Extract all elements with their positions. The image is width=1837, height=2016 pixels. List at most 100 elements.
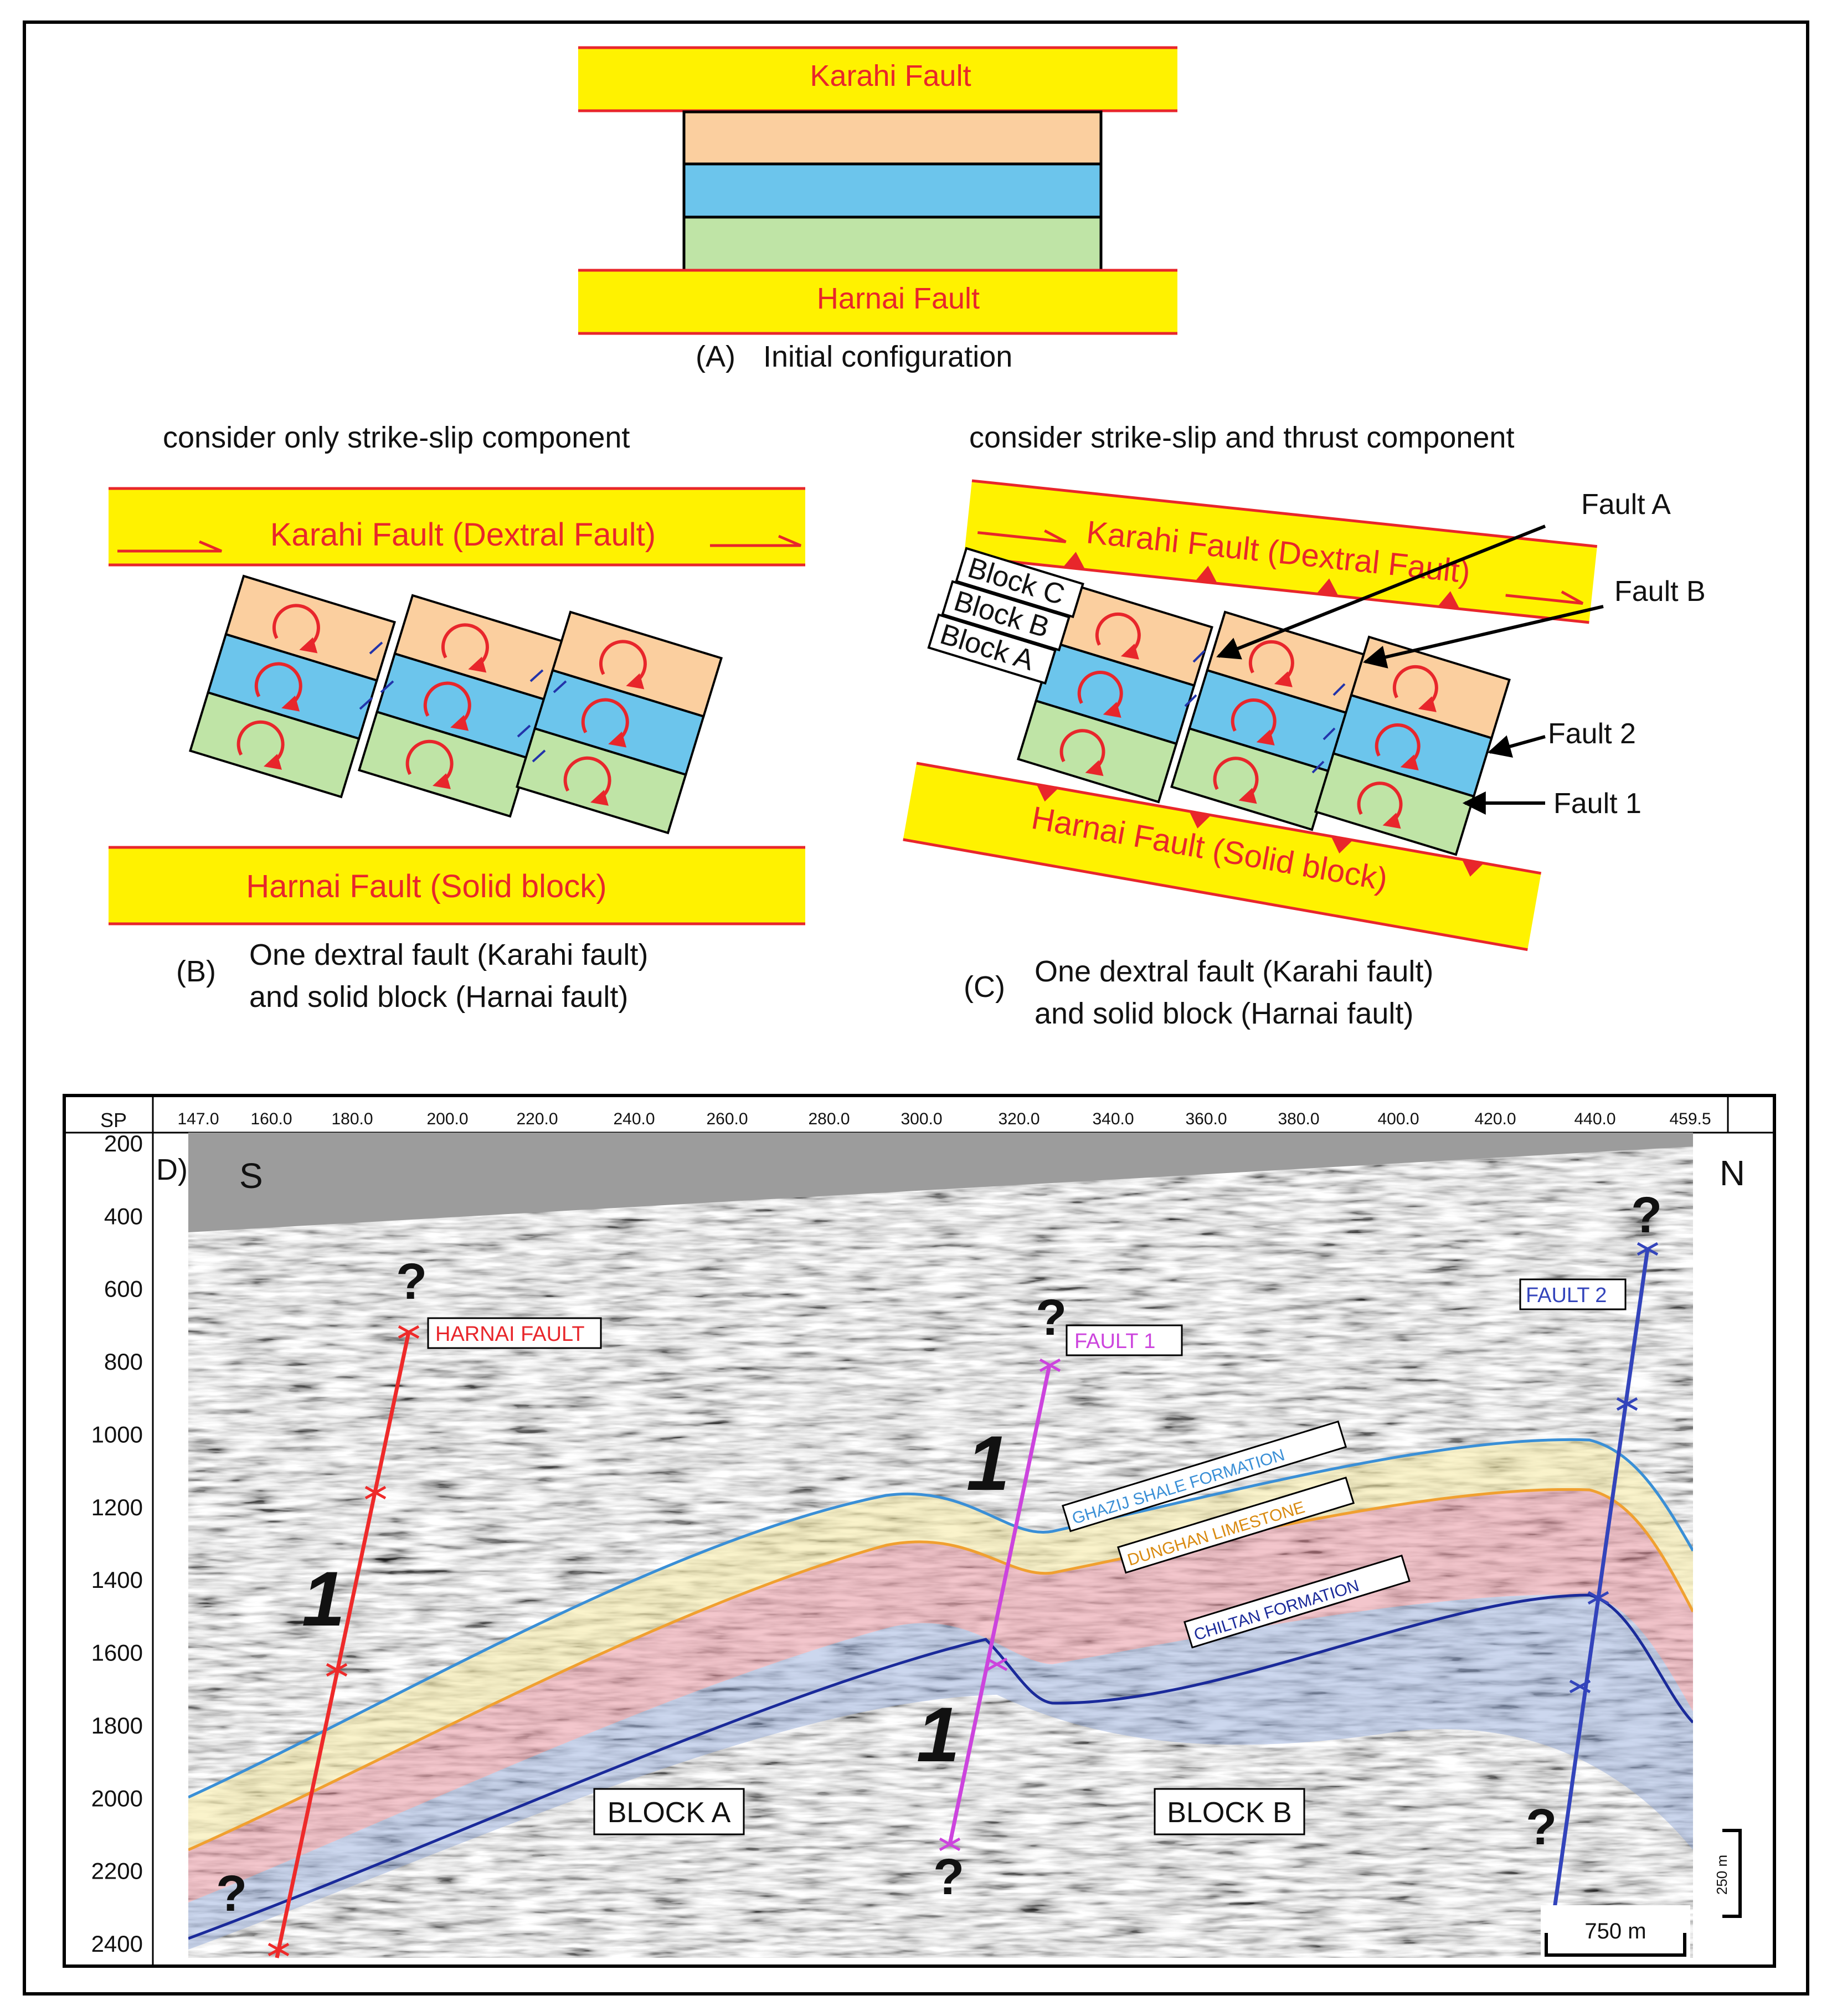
outer-border <box>23 20 1809 1996</box>
chiltan-band <box>188 1595 1693 1950</box>
depth-tick-label: 600 <box>104 1276 143 1302</box>
panel-c-letter: (C) <box>964 970 1005 1004</box>
panel-c-caption-2: and solid block (Harnai fault) <box>1035 997 1413 1030</box>
rotated-block-c3 <box>1314 635 1511 856</box>
depth-tick-label: 1600 <box>91 1640 143 1666</box>
block-a-label: BLOCK A <box>608 1797 731 1829</box>
harnai-solid-band-b <box>109 847 805 924</box>
scale-label-vertical: 250 m <box>1713 1855 1730 1895</box>
scale-bar-vertical <box>1722 1829 1742 1918</box>
panel-b-caption-1: One dextral fault (Karahi fault) <box>249 938 648 971</box>
fault-1-tag: FAULT 1 <box>1074 1330 1155 1353</box>
topography-mask <box>188 1133 1693 1232</box>
depth-tick-label: 1800 <box>91 1712 143 1739</box>
panel-c-heading: consider strike-slip and thrust componen… <box>969 421 1514 454</box>
depth-tick-label: 1400 <box>91 1567 143 1593</box>
shear-marks-c <box>1184 650 1346 774</box>
scale-label-horizontal: 750 m <box>1584 1919 1646 1943</box>
panel-b-letter: (B) <box>176 955 216 988</box>
ghazij-band <box>188 1439 1693 1850</box>
sp-tick-label: 280.0 <box>808 1110 850 1128</box>
question-mark-1: ? <box>396 1253 427 1310</box>
ghazij-horizon <box>188 1438 1693 1799</box>
question-mark-3: ? <box>1631 1187 1662 1243</box>
scale-bar-horizontal <box>1545 1933 1686 1957</box>
panel-b-heading: consider only strike-slip component <box>163 421 630 454</box>
question-mark-2: ? <box>1036 1289 1067 1346</box>
karahi-dextral-band-b <box>109 488 805 565</box>
sp-tick-label: 240.0 <box>613 1110 655 1128</box>
karahi-dextral-label-b: Karahi Fault (Dextral Fault) <box>270 517 656 553</box>
karahi-dextral-band-c <box>964 479 1598 624</box>
harnai-solid-band-c <box>903 762 1542 952</box>
fault-2-callout: Fault 2 <box>1548 718 1636 750</box>
sp-tick-label: 147.0 <box>177 1110 219 1128</box>
fault-2-line <box>1551 1242 1659 1917</box>
dextral-arrow-left-b <box>117 540 222 553</box>
harnai-fault-line <box>267 1325 420 1958</box>
shear-marks-b <box>359 641 567 763</box>
sp-tick-label: 360.0 <box>1185 1110 1227 1128</box>
block-b-label: BLOCK B <box>1167 1797 1291 1829</box>
layer-top <box>682 110 1103 166</box>
harnai-fault-band <box>578 270 1177 333</box>
sp-tick-label: 320.0 <box>998 1110 1040 1128</box>
north-marker: N <box>1720 1153 1745 1193</box>
panel-d-label: D) <box>156 1153 188 1186</box>
depth-tick-label: 800 <box>104 1349 143 1375</box>
question-mark-4: ? <box>216 1865 247 1922</box>
karahi-fault-band <box>578 48 1177 111</box>
sp-tick-label: 160.0 <box>250 1110 292 1128</box>
question-mark-5: ? <box>933 1849 964 1905</box>
depth-tick-label: 2400 <box>91 1931 143 1957</box>
panel-a-caption: Initial configuration <box>763 340 1012 373</box>
harnai-fault-label: Harnai Fault <box>817 282 980 315</box>
layer-mid <box>682 162 1103 219</box>
sp-tick-label: 459.5 <box>1669 1110 1711 1128</box>
chiltan-horizon <box>188 1593 1693 1940</box>
harnai-solid-label-b: Harnai Fault (Solid block) <box>246 868 606 904</box>
dextral-arrow-right-b <box>710 534 801 547</box>
sp-tick-label: 380.0 <box>1278 1110 1319 1128</box>
sp-tick-label: 340.0 <box>1092 1110 1134 1128</box>
sp-tick-label: 200.0 <box>426 1110 468 1128</box>
south-marker: S <box>239 1156 263 1196</box>
sp-tick-label: 300.0 <box>901 1110 942 1128</box>
sp-tick-label: 400.0 <box>1377 1110 1419 1128</box>
block-tags-c: Block C Block B Block A <box>927 547 1084 685</box>
depth-axis-ticks: 2004006008001000120014001600180020002200… <box>91 1130 143 1957</box>
panel-c: consider strike-slip and thrust componen… <box>903 421 1706 1030</box>
fault-1-callout: Fault 1 <box>1553 788 1642 820</box>
fault-2-tag: FAULT 2 <box>1526 1284 1607 1307</box>
slip-symbol-1: 1 <box>302 1555 345 1642</box>
panel-a: Karahi Fault Harnai Fault (A) Initial co… <box>578 46 1177 373</box>
depth-tick-label: 2000 <box>91 1785 143 1811</box>
depth-tick-label: 1200 <box>91 1494 143 1520</box>
depth-tick-label: 1000 <box>91 1421 143 1447</box>
panel-c-caption-1: One dextral fault (Karahi fault) <box>1035 955 1433 988</box>
dunghan-horizon <box>188 1488 1693 1852</box>
rotated-block-b1 <box>189 574 397 799</box>
fault-b-callout: Fault B <box>1614 575 1706 608</box>
rotated-block-b3 <box>516 610 723 835</box>
panel-b-caption-2: and solid block (Harnai fault) <box>249 980 628 1014</box>
harnai-fault-tag: HARNAI FAULT <box>435 1323 585 1346</box>
sp-axis-label: SP <box>100 1109 127 1132</box>
slip-symbol-3: 1 <box>917 1691 960 1778</box>
question-mark-6: ? <box>1526 1799 1557 1855</box>
rotated-block-b2 <box>358 594 565 818</box>
panel-b: consider only strike-slip component Kara… <box>109 421 805 1014</box>
sp-tick-label: 420.0 <box>1474 1110 1516 1128</box>
slip-symbol-2: 1 <box>966 1420 1010 1506</box>
rotated-block-c2 <box>1170 610 1367 831</box>
depth-tick-label: 200 <box>104 1130 143 1156</box>
sp-tick-label: 180.0 <box>331 1110 373 1128</box>
panel-a-letter: (A) <box>696 340 735 373</box>
fault-a-callout: Fault A <box>1581 488 1671 521</box>
fault-1-line <box>939 1358 1061 1852</box>
layer-bottom <box>682 215 1103 272</box>
sp-tick-label: 440.0 <box>1574 1110 1615 1128</box>
depth-tick-label: 400 <box>104 1203 143 1229</box>
